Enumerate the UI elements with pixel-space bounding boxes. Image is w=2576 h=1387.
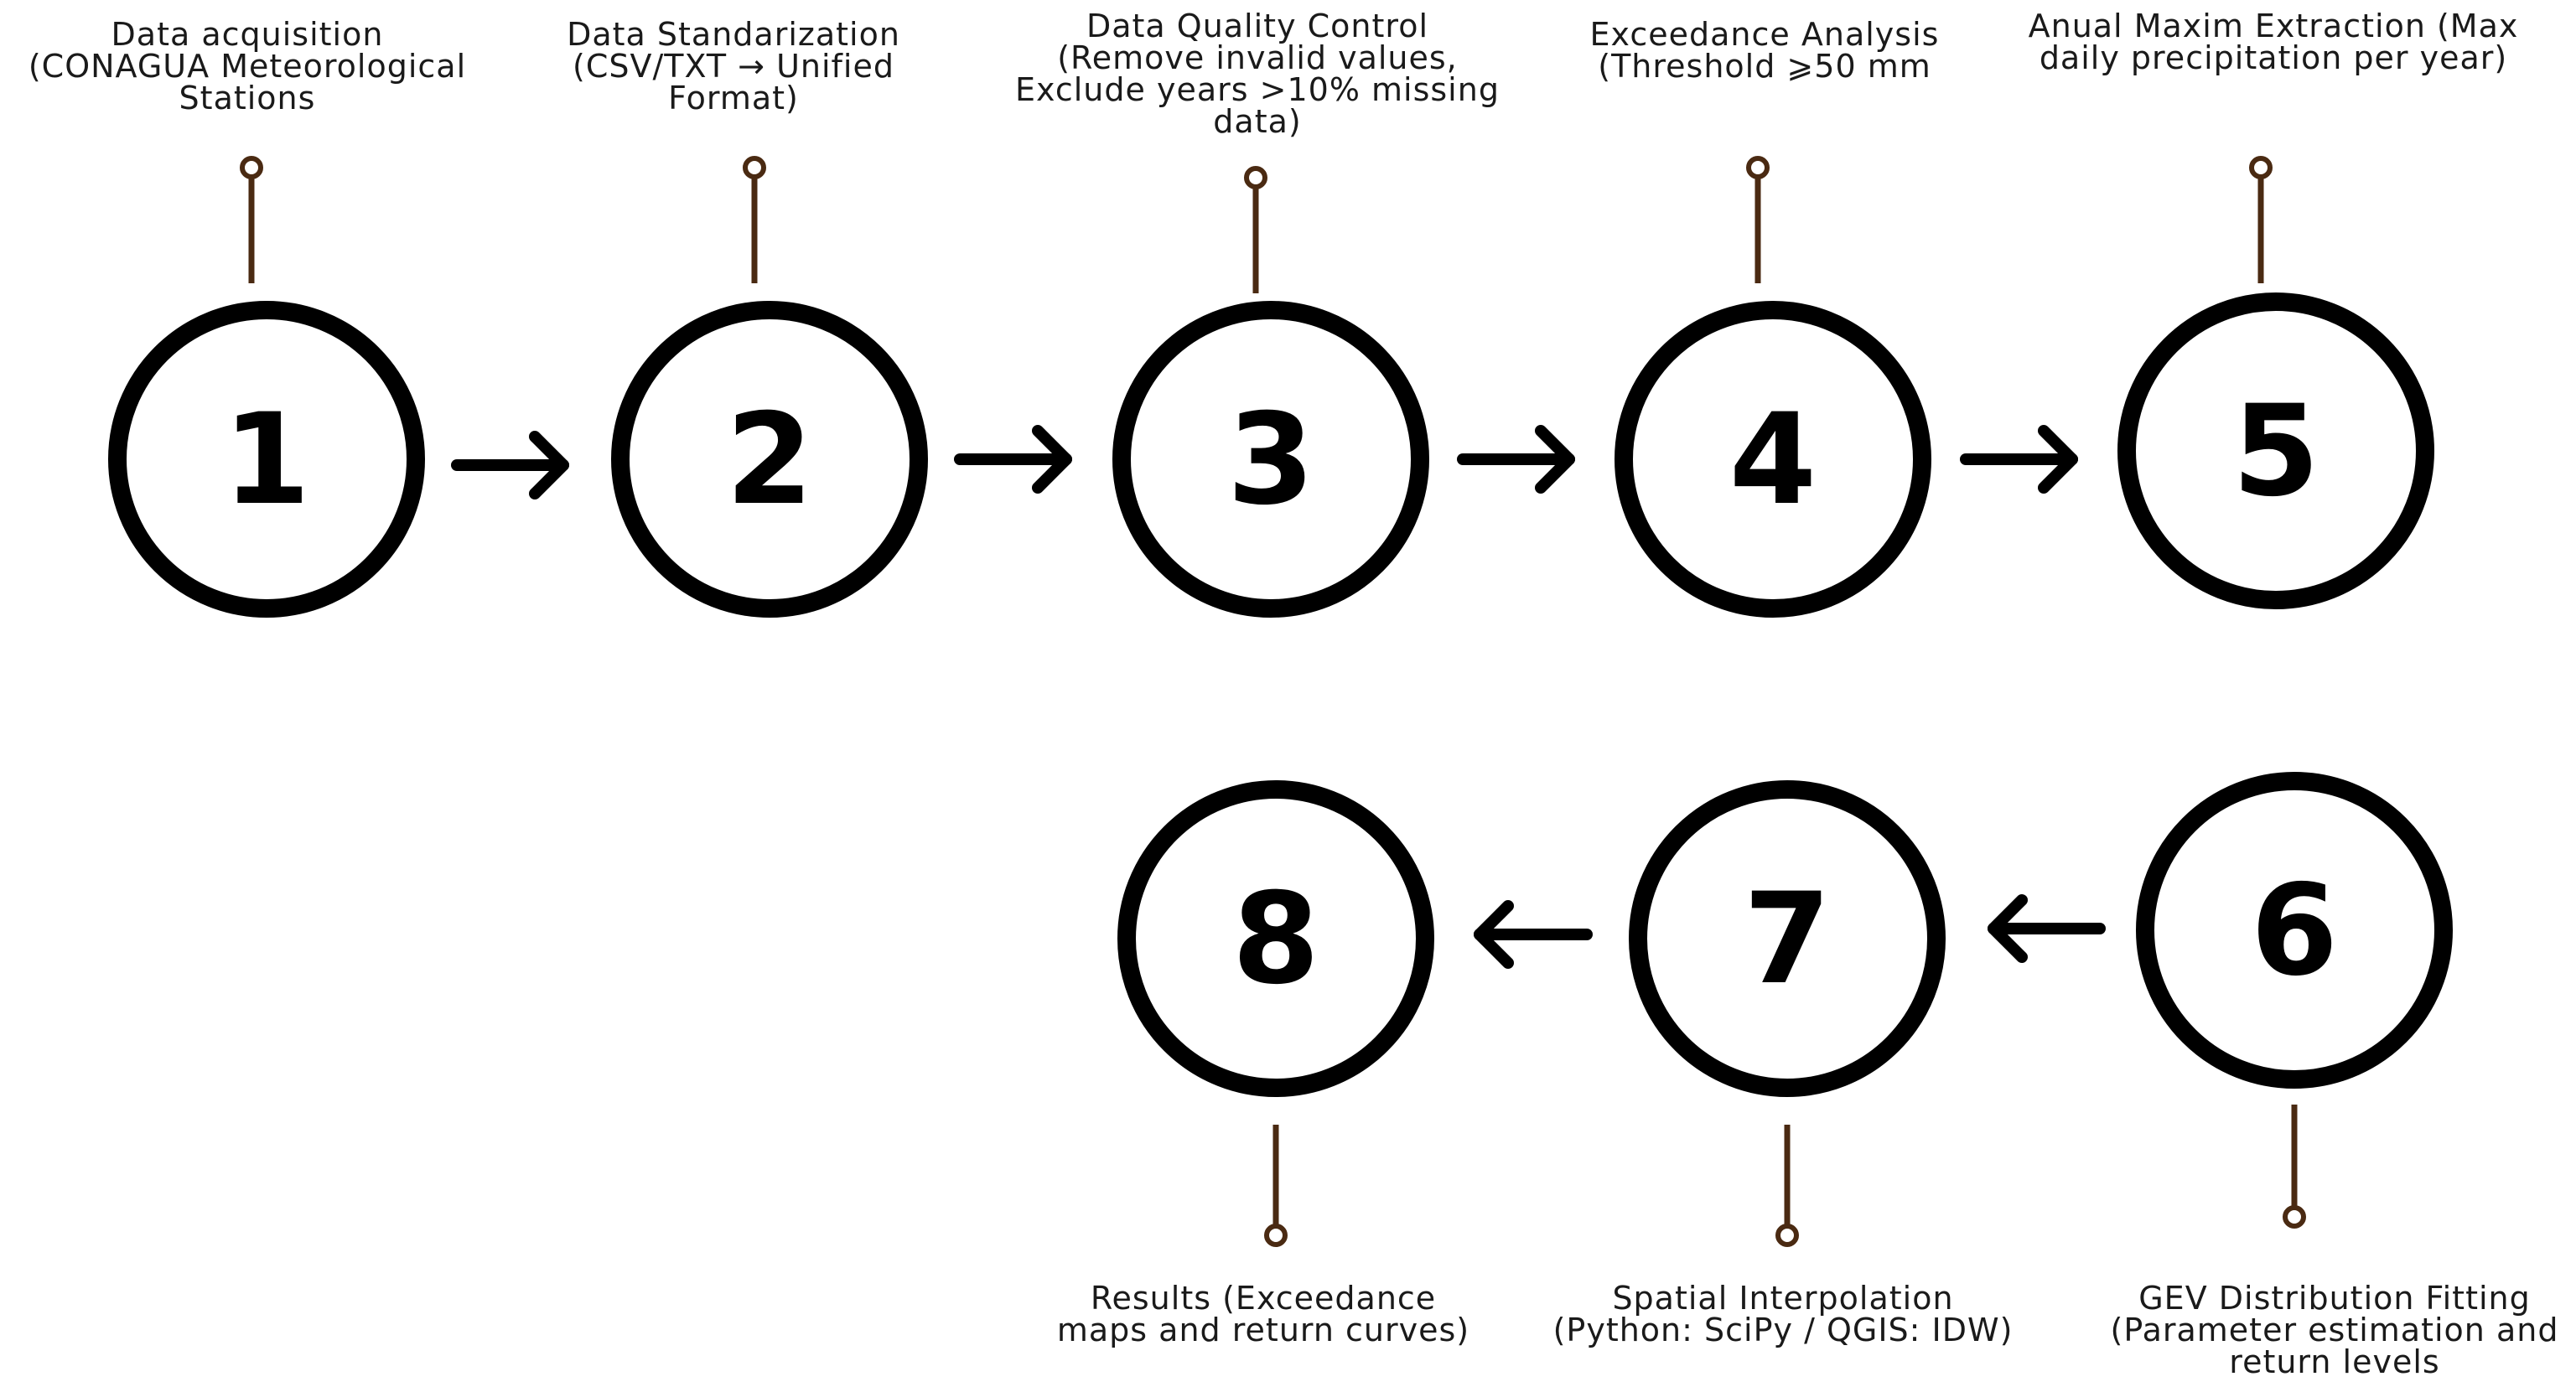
step-7: 7 — [1629, 780, 1946, 1097]
caption-line: Exceedance Analysis — [1590, 16, 1940, 53]
caption-line: (Threshold ⩾50 mm — [1598, 48, 1931, 85]
caption-connector — [1244, 166, 1267, 293]
caption-line: daily precipitation per year) — [2040, 39, 2507, 76]
flow-arrow — [451, 431, 569, 499]
caption-line: Format) — [668, 80, 799, 116]
caption-line: Spatial Interpolation — [1612, 1280, 1953, 1317]
caption-line: (CONAGUA Meteorological — [29, 48, 466, 85]
step-circle — [1117, 780, 1434, 1097]
flow-arrow — [1988, 894, 2106, 963]
step-2: 2 — [611, 301, 928, 618]
caption-connector — [1746, 156, 1770, 283]
step-circle — [1615, 301, 1931, 618]
caption-line: Data Standarization — [567, 16, 900, 53]
step-number: 2 — [726, 387, 813, 533]
caption-line: Stations — [179, 80, 316, 116]
step-circle — [1112, 301, 1429, 618]
caption-line: Data Quality Control — [1086, 8, 1428, 44]
step-caption: Exceedance Analysis(Threshold ⩾50 mm — [1590, 16, 1940, 85]
step-caption: Spatial Interpolation(Python: SciPy / QG… — [1553, 1280, 2014, 1348]
step-number: 5 — [2232, 379, 2319, 525]
caption-line: (CSV/TXT → Unified — [573, 48, 894, 85]
caption-connectors — [240, 156, 2306, 1247]
connector-node — [1264, 1224, 1288, 1247]
connector-node — [1746, 156, 1770, 179]
caption-line: (Python: SciPy / QGIS: IDW) — [1553, 1312, 2014, 1348]
step-8: 8 — [1117, 780, 1434, 1097]
step-circle — [611, 301, 928, 618]
connector-node — [240, 156, 263, 179]
step-caption: GEV Distribution Fitting(Parameter estim… — [2111, 1280, 2559, 1380]
step-number: 6 — [2251, 858, 2338, 1004]
caption-connector — [1264, 1125, 1288, 1247]
flow-arrow — [1960, 425, 2078, 494]
caption-line: Exclude years >10% missing — [1015, 71, 1500, 108]
flow-arrows — [451, 425, 2106, 969]
step-circle — [108, 301, 425, 618]
caption-line: (Remove invalid values, — [1057, 39, 1458, 76]
flow-arrow — [954, 425, 1072, 494]
caption-line: Results (Exceedance — [1091, 1280, 1436, 1317]
caption-line: (Parameter estimation and — [2111, 1312, 2559, 1348]
step-caption: Data Quality Control(Remove invalid valu… — [1015, 8, 1500, 140]
step-number: 4 — [1729, 387, 1817, 533]
connector-node — [1244, 166, 1267, 189]
step-number: 1 — [223, 387, 310, 533]
caption-connector — [240, 156, 263, 283]
step-circle — [1629, 780, 1946, 1097]
step-1: 1 — [108, 301, 425, 618]
step-5: 5 — [2117, 292, 2434, 609]
step-number: 3 — [1227, 387, 1314, 533]
flow-arrow — [1474, 900, 1593, 969]
caption-line: GEV Distribution Fitting — [2138, 1280, 2531, 1317]
step-4: 4 — [1615, 301, 1931, 618]
connector-node — [1775, 1224, 1799, 1247]
caption-connector — [743, 156, 766, 283]
caption-connector — [2283, 1105, 2306, 1229]
step-circle — [2136, 772, 2453, 1089]
step-circle — [2117, 292, 2434, 609]
connector-node — [743, 156, 766, 179]
caption-line: data) — [1213, 103, 1301, 140]
caption-connector — [2249, 156, 2273, 283]
connector-node — [2249, 156, 2273, 179]
caption-line: Anual Maxim Extraction (Max — [2029, 8, 2519, 44]
caption-line: Data acquisition — [111, 16, 384, 53]
step-number: 7 — [1744, 867, 1831, 1012]
connector-node — [2283, 1205, 2306, 1229]
caption-connector — [1775, 1125, 1799, 1247]
step-number: 8 — [1232, 867, 1319, 1012]
step-3: 3 — [1112, 301, 1429, 618]
step-6: 6 — [2136, 772, 2453, 1089]
caption-line: maps and return curves) — [1057, 1312, 1469, 1348]
step-circles: 1 2 3 4 5 6 7 8 — [108, 292, 2453, 1097]
caption-line: return levels — [2229, 1343, 2439, 1380]
flow-arrow — [1457, 425, 1575, 494]
